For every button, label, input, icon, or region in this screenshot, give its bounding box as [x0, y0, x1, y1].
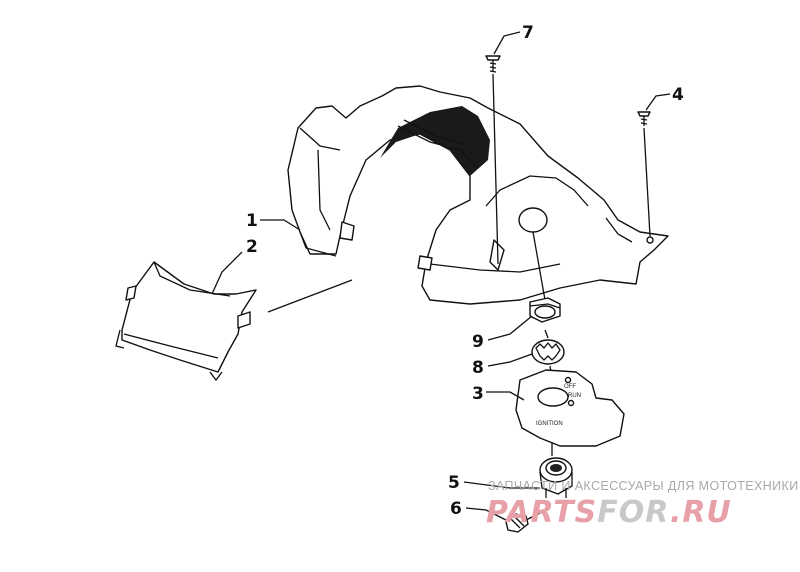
ignition-switch: [539, 457, 573, 498]
assembly-axis: [532, 231, 553, 456]
callout-number: 7: [522, 23, 534, 43]
watermark-tagline: ЗАПЧАСТИ И АКСЕССУАРЫ ДЛЯ МОТОТЕХНИКИ: [488, 479, 799, 493]
callout-7: 7: [493, 23, 534, 55]
ignition-key: [505, 509, 547, 533]
switch-off-label: OFF: [564, 384, 576, 390]
callout-number: 1: [246, 211, 258, 231]
callout-3: 3: [472, 384, 525, 404]
side-cover: [115, 261, 353, 382]
callout-number: 4: [672, 85, 684, 105]
callout-6: 6: [450, 499, 507, 521]
watermark-logo-part1: PARTS: [486, 495, 597, 530]
callout-4: 4: [645, 85, 684, 111]
switch-plate: OFF RUN IGNITION: [515, 369, 625, 447]
callout-2: 2: [211, 237, 258, 295]
switch-ignition-label: IGNITION: [536, 421, 563, 427]
callout-number: 9: [472, 332, 484, 352]
screw-7: [485, 55, 501, 265]
console-housing: [287, 85, 669, 305]
lock-washer: [531, 339, 565, 365]
callout-5: 5: [448, 473, 540, 493]
callout-number: 8: [472, 358, 484, 378]
switch-run-label: RUN: [568, 393, 581, 399]
callout-number: 5: [448, 473, 460, 493]
callout-number: 2: [246, 237, 258, 257]
callout-1: 1: [246, 211, 301, 231]
callout-number: 3: [472, 384, 484, 404]
watermark: ЗАПЧАСТИ И АКСЕССУАРЫ ДЛЯ МОТОТЕХНИКИ PA…: [486, 479, 799, 530]
callout-9: 9: [472, 315, 533, 352]
nut: [529, 297, 561, 323]
callout-8: 8: [472, 353, 533, 378]
screw-4: [637, 111, 651, 237]
watermark-logo-part3: .RU: [670, 495, 732, 530]
watermark-logo-part2: FOR: [597, 495, 670, 530]
callout-number: 6: [450, 499, 462, 519]
watermark-logo: PARTSFOR.RU: [486, 495, 732, 530]
